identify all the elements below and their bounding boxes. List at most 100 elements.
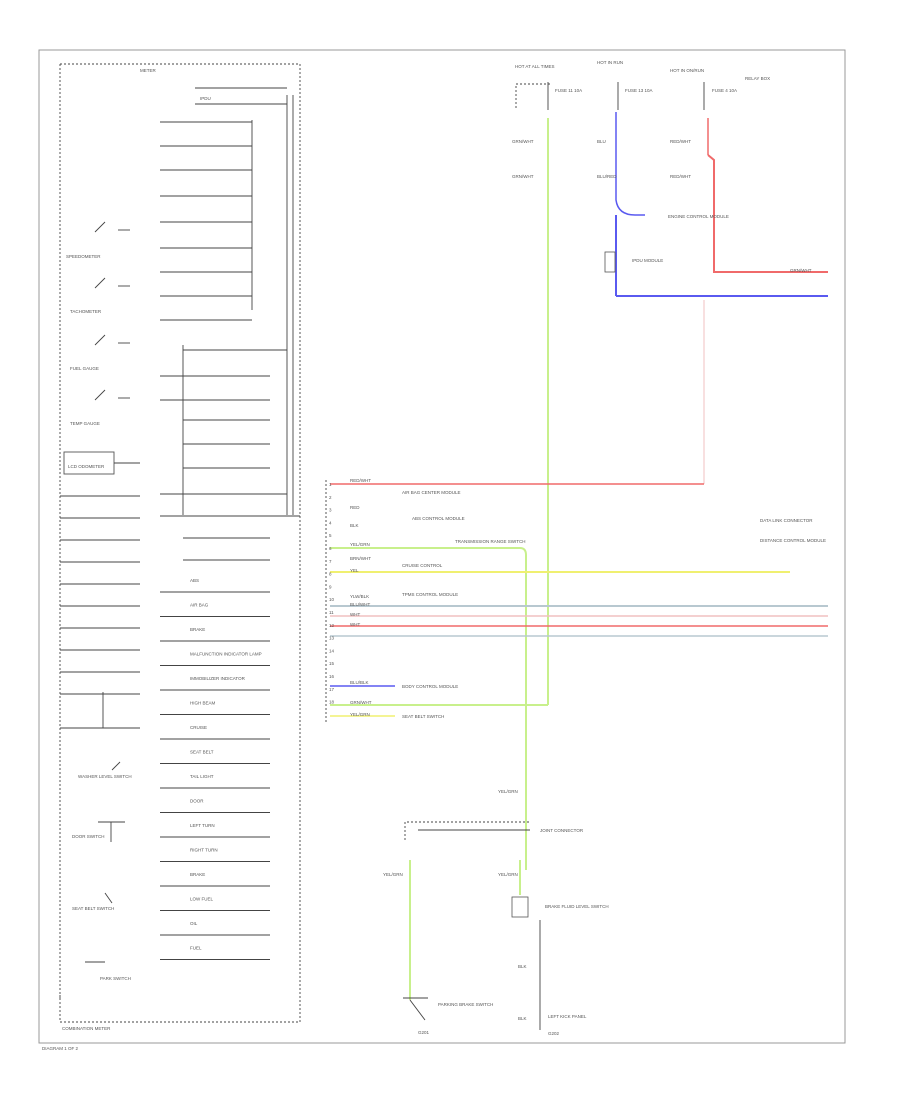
svg-text:YEL/GRN: YEL/GRN (498, 789, 518, 794)
svg-text:YEL/GRN: YEL/GRN (350, 542, 370, 547)
indicator-label: LOW FUEL (190, 897, 214, 902)
svg-text:FUSE 13 10A: FUSE 13 10A (625, 88, 653, 93)
svg-text:YEL/GRN: YEL/GRN (350, 712, 370, 717)
svg-text:FUSE 11 10A: FUSE 11 10A (555, 88, 582, 93)
pin-number: 17 (329, 687, 335, 692)
top-right-labels: GRN/WHT GRN/WHT BLU BLU/RED RED/WHT RED/… (512, 139, 812, 273)
indicator-label: OIL (190, 921, 198, 926)
svg-text:PARKING BRAKE SWITCH: PARKING BRAKE SWITCH (438, 1002, 493, 1007)
svg-text:GRN/WHT: GRN/WHT (350, 700, 372, 705)
svg-text:GRN/WHT: GRN/WHT (790, 268, 812, 273)
svg-text:FUEL GAUGE: FUEL GAUGE (70, 366, 99, 371)
svg-text:BODY CONTROL MODULE: BODY CONTROL MODULE (402, 684, 458, 689)
svg-text:SEAT BELT SWITCH: SEAT BELT SWITCH (72, 906, 114, 911)
svg-text:BRN/WHT: BRN/WHT (350, 556, 371, 561)
indicator-label: IMMOBILIZER INDICATOR (190, 676, 246, 681)
pin-number: 9 (329, 584, 332, 589)
pin-number: 10 (329, 597, 335, 602)
svg-text:BLK: BLK (518, 1016, 527, 1021)
indicator-label: BRAKE (190, 872, 205, 877)
indicator-label: AIR BAG (190, 603, 209, 608)
svg-text:TRANSMISSION RANGE SWITCH: TRANSMISSION RANGE SWITCH (455, 539, 526, 544)
svg-text:RED/WHT: RED/WHT (670, 174, 691, 179)
svg-text:CRUISE CONTROL: CRUISE CONTROL (402, 563, 443, 568)
pin-number: 3 (329, 508, 332, 513)
colored-wires (330, 112, 828, 1000)
washer-level-switch (102, 692, 120, 729)
indicator-label: HIGH BEAM (190, 701, 216, 706)
svg-text:HOT IN ON/RUN: HOT IN ON/RUN (670, 68, 704, 73)
indicator-rows-top (160, 87, 300, 561)
svg-text:BLK: BLK (350, 523, 359, 528)
meter-footer: COMBINATION METER (62, 1026, 111, 1031)
svg-text:HOT IN RUN: HOT IN RUN (597, 60, 623, 65)
pin-number: 11 (329, 610, 334, 615)
blue-wire-top (615, 112, 645, 216)
meter-boundary (59, 63, 301, 1023)
svg-text:RELAY BOX: RELAY BOX (745, 76, 770, 81)
svg-text:SEAT BELT SWITCH: SEAT BELT SWITCH (402, 714, 444, 719)
svg-text:TEMP GAUGE: TEMP GAUGE (70, 421, 100, 426)
gauge-temp: TEMP GAUGE (70, 389, 130, 426)
seat-belt-switch: SEAT BELT SWITCH (72, 892, 114, 911)
svg-text:YEL/GRN: YEL/GRN (498, 872, 518, 877)
page-footer: DIAGRAM 1 OF 2 (42, 1046, 79, 1051)
svg-text:GRN/WHT: GRN/WHT (512, 174, 534, 179)
pin-number: 4 (329, 520, 332, 525)
indicator-label: DOOR (190, 799, 204, 804)
svg-text:PARK SWITCH: PARK SWITCH (100, 976, 131, 981)
indicator-label: TAIL LIGHT (190, 774, 214, 779)
svg-text:GRN/WHT: GRN/WHT (512, 139, 534, 144)
seat-belt-switch-symbol: DOOR SWITCH (72, 821, 125, 842)
svg-text:WHT: WHT (350, 612, 360, 617)
svg-text:TPMS CONTROL MODULE: TPMS CONTROL MODULE (402, 592, 458, 597)
svg-text:ABS CONTROL MODULE: ABS CONTROL MODULE (412, 516, 465, 521)
svg-text:WASHER LEVEL SWITCH: WASHER LEVEL SWITCH (78, 774, 132, 779)
gauge-speedometer: SPEEDOMETER (66, 221, 130, 259)
svg-text:TACHOMETER: TACHOMETER (70, 309, 102, 314)
svg-text:DATA LINK CONNECTOR: DATA LINK CONNECTOR (760, 518, 813, 523)
pin-number: 1 (329, 482, 332, 487)
svg-text:RED/WHT: RED/WHT (350, 478, 371, 483)
svg-text:FUSE 4 10A: FUSE 4 10A (712, 88, 737, 93)
green-wire-inner (330, 547, 527, 820)
red-wire-right (707, 154, 828, 273)
svg-text:HOT AT ALL TIMES: HOT AT ALL TIMES (515, 64, 555, 69)
pin-number: 14 (329, 648, 335, 653)
meter-label: METER (140, 68, 157, 73)
svg-text:LEFT KICK PANEL: LEFT KICK PANEL (548, 1014, 587, 1019)
svg-text:YLW/BLK: YLW/BLK (350, 594, 369, 599)
pin-number: 16 (329, 674, 335, 679)
indicator-label: SEAT BELT (190, 750, 214, 755)
pin-number: 7 (329, 559, 332, 564)
svg-text:ENGINE CONTROL MODULE: ENGINE CONTROL MODULE (668, 214, 729, 219)
pin-number: 15 (329, 661, 335, 666)
combination-meter-block: METER COMBINATION METER (59, 63, 301, 1031)
indicator-label: CRUISE (190, 725, 207, 730)
indicator-label: RIGHT TURN (190, 848, 218, 853)
svg-text:SPEEDOMETER: SPEEDOMETER (66, 254, 101, 259)
svg-text:BLK: BLK (518, 964, 527, 969)
pin-number: 2 (329, 495, 332, 500)
pin-number: 5 (329, 533, 332, 538)
pin-number: 13 (329, 636, 335, 641)
svg-text:RED/WHT: RED/WHT (670, 139, 691, 144)
indicator-label: BRAKE (190, 627, 205, 632)
svg-text:BRAKE FLUID LEVEL SWITCH: BRAKE FLUID LEVEL SWITCH (545, 904, 609, 909)
svg-text:YEL/GRN: YEL/GRN (383, 872, 403, 877)
ipdu-label: IPDU (200, 96, 211, 101)
svg-text:LCD ODOMETER: LCD ODOMETER (68, 464, 105, 469)
indicator-label: MALFUNCTION INDICATOR LAMP (190, 652, 262, 657)
svg-text:G201: G201 (418, 1030, 430, 1035)
top-sources: HOT AT ALL TIMES HOT IN RUN HOT IN ON/RU… (515, 60, 770, 110)
indicator-label: FUEL (190, 946, 202, 951)
pin-number: 6 (329, 546, 332, 551)
svg-text:AIR BAG CENTER MODULE: AIR BAG CENTER MODULE (402, 490, 461, 495)
bottom-components: JOINT CONNECTOR YEL/GRN YEL/GRN YEL/GRN … (383, 789, 609, 1036)
park-switch: PARK SWITCH (85, 961, 131, 981)
left-side-wires (60, 495, 140, 729)
